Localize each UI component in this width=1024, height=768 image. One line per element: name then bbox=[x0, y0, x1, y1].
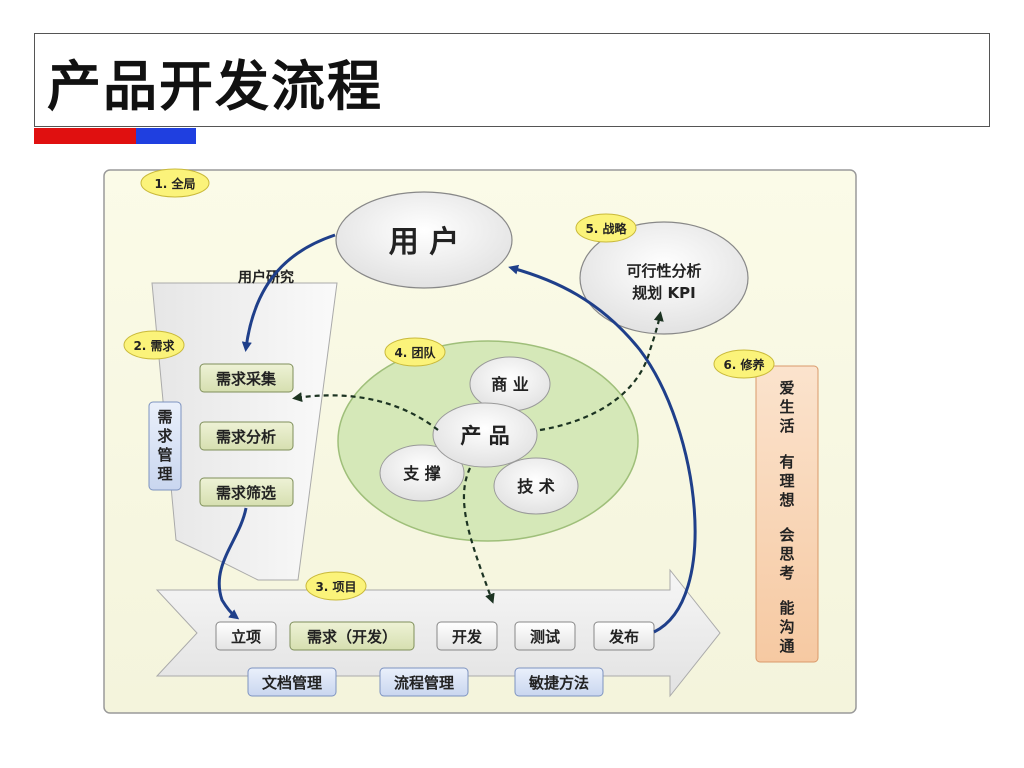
arrow-product-to-collect bbox=[292, 392, 439, 431]
team-support-ellipse bbox=[379, 444, 465, 502]
method-process bbox=[379, 667, 469, 697]
demand-mgmt-box bbox=[148, 401, 182, 491]
svg-text:爱: 爱 bbox=[779, 379, 794, 397]
project-step-develop-label: 开发 bbox=[452, 628, 483, 646]
strategy-line-1: 可行性分析 bbox=[626, 262, 701, 280]
user-ellipse bbox=[335, 191, 513, 289]
project-step-initiate bbox=[215, 621, 277, 651]
badge-project-label: 3. 项目 bbox=[315, 580, 356, 594]
demand-step-filter-label: 需求筛选 bbox=[216, 484, 276, 502]
svg-text:会: 会 bbox=[779, 526, 794, 544]
arrow-user-to-collect bbox=[241, 233, 336, 352]
badge-strategy-label: 5. 战略 bbox=[585, 221, 627, 236]
method-docs-label: 文档管理 bbox=[262, 674, 322, 692]
cultivation-box bbox=[755, 365, 819, 663]
svg-text:理: 理 bbox=[779, 472, 794, 490]
team-product-label: 产 品 bbox=[460, 424, 509, 448]
project-step-test bbox=[514, 621, 576, 651]
svg-text:有: 有 bbox=[779, 453, 794, 471]
arrow-release-to-user bbox=[508, 264, 697, 634]
project-step-release-label: 发布 bbox=[608, 628, 639, 646]
demand-step-collect-label: 需求采集 bbox=[216, 370, 277, 388]
project-step-test-label: 测试 bbox=[530, 628, 560, 646]
method-agile bbox=[514, 667, 604, 697]
demand-mgmt-char-3: 管 bbox=[157, 446, 172, 464]
svg-text:活: 活 bbox=[779, 417, 794, 435]
title-box: 产品开发流程 bbox=[34, 33, 990, 127]
team-tech-label: 技 术 bbox=[517, 477, 555, 496]
arrow-product-to-strategy bbox=[539, 311, 664, 432]
badge-team-label: 4. 团队 bbox=[394, 345, 436, 360]
svg-text:通: 通 bbox=[779, 637, 794, 655]
project-step-release bbox=[593, 621, 655, 651]
badge-global bbox=[140, 168, 210, 198]
accent-bar-red bbox=[34, 128, 136, 144]
project-step-initiate-label: 立项 bbox=[231, 628, 261, 646]
badge-global-label: 1. 全局 bbox=[154, 176, 195, 191]
demand-step-filter bbox=[199, 477, 294, 507]
method-docs bbox=[247, 667, 337, 697]
demand-step-collect bbox=[199, 363, 294, 393]
demand-step-analyze bbox=[199, 421, 294, 451]
badge-strategy bbox=[575, 213, 637, 243]
project-step-demand-label: 需求（开发） bbox=[307, 628, 397, 646]
badge-cultivation-label: 6. 修养 bbox=[723, 357, 764, 372]
demand-mgmt-char-4: 理 bbox=[157, 465, 172, 483]
method-agile-label: 敏捷方法 bbox=[528, 674, 589, 692]
team-product-ellipse bbox=[432, 402, 538, 468]
badge-demand-label: 2. 需求 bbox=[133, 338, 175, 353]
user-label: 用 户 bbox=[389, 225, 459, 260]
arrow-product-to-develop bbox=[462, 467, 495, 604]
badge-cultivation bbox=[713, 349, 775, 379]
accent-bar-blue bbox=[136, 128, 196, 144]
demand-mgmt-char-2: 求 bbox=[157, 427, 173, 445]
badge-project bbox=[305, 571, 367, 601]
svg-text:能: 能 bbox=[779, 599, 794, 617]
demand-mgmt-char-1: 需 bbox=[157, 408, 172, 426]
svg-text:思: 思 bbox=[779, 545, 794, 563]
page-title: 产品开发流程 bbox=[47, 55, 383, 118]
demand-step-analyze-label: 需求分析 bbox=[216, 428, 276, 446]
team-support-label: 支 撑 bbox=[402, 464, 441, 483]
badge-demand bbox=[123, 330, 185, 360]
svg-text:生: 生 bbox=[779, 398, 794, 416]
strategy-ellipse bbox=[579, 221, 749, 335]
project-step-demand bbox=[289, 621, 415, 651]
svg-text:考: 考 bbox=[779, 564, 794, 582]
team-business-label: 商 业 bbox=[491, 375, 529, 394]
user-research-label: 用户研究 bbox=[238, 269, 294, 286]
team-tech-ellipse bbox=[493, 457, 579, 515]
badge-team bbox=[384, 337, 446, 367]
project-step-develop bbox=[436, 621, 498, 651]
strategy-line-2: 规划 KPI bbox=[632, 284, 695, 302]
arrow-filter-to-initiate bbox=[217, 507, 248, 620]
method-process-label: 流程管理 bbox=[394, 674, 454, 692]
svg-text:沟: 沟 bbox=[779, 618, 794, 636]
svg-text:想: 想 bbox=[778, 491, 794, 509]
